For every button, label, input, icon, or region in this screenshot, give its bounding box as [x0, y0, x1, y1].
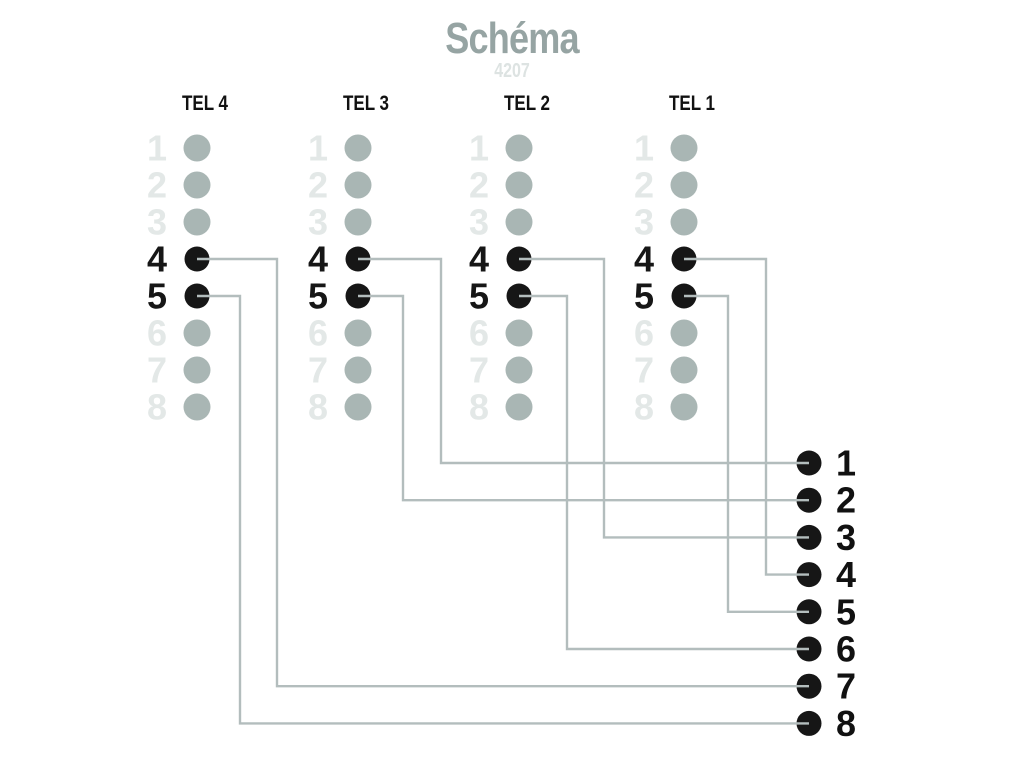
pin-number: 8: [634, 387, 654, 428]
pin-number: 8: [147, 387, 167, 428]
pin-number: 7: [308, 350, 328, 391]
pin-number: 1: [469, 128, 489, 169]
pin-dot-inactive: [183, 356, 211, 384]
pin-dot-inactive: [344, 134, 372, 162]
pin-dot-inactive: [505, 393, 533, 421]
pin-number: 1: [308, 128, 328, 169]
pin-dot-inactive: [344, 356, 372, 384]
output-pin-number: 6: [836, 629, 856, 670]
pin-number: 4: [147, 239, 167, 280]
wire: [519, 257, 809, 539]
pin-dot-inactive: [183, 319, 211, 347]
connector-header: TEL 4: [182, 92, 228, 115]
connector-header: TEL 3: [343, 92, 389, 115]
pin-dot-inactive: [505, 171, 533, 199]
connector-header: TEL 1: [669, 92, 715, 115]
pin-number: 1: [147, 128, 167, 169]
pin-number: 5: [634, 276, 654, 317]
pin-dot-inactive: [670, 171, 698, 199]
pin-number: 2: [469, 165, 489, 206]
pin-number: 6: [634, 313, 654, 354]
pin-number: 8: [308, 387, 328, 428]
pin-dot-inactive: [670, 356, 698, 384]
pin-dot-inactive: [183, 208, 211, 236]
pin-dot-inactive: [670, 134, 698, 162]
pin-number: 5: [308, 276, 328, 317]
pin-number: 7: [469, 350, 489, 391]
pin-number: 8: [469, 387, 489, 428]
wire: [358, 257, 809, 465]
pin-number: 3: [147, 202, 167, 243]
wire: [684, 294, 809, 613]
pin-number: 3: [308, 202, 328, 243]
pin-number: 6: [147, 313, 167, 354]
pin-number: 4: [634, 239, 654, 280]
output-pin-number: 4: [836, 554, 856, 595]
pin-dot-inactive: [505, 208, 533, 236]
pin-number: 3: [469, 202, 489, 243]
pin-number: 7: [147, 350, 167, 391]
pin-number: 7: [634, 350, 654, 391]
pin-number: 5: [147, 276, 167, 317]
pin-dot-inactive: [344, 208, 372, 236]
output-pin-number: 3: [836, 517, 856, 558]
pin-number: 2: [634, 165, 654, 206]
pin-number: 6: [308, 313, 328, 354]
pin-dot-inactive: [344, 393, 372, 421]
pin-dot-inactive: [505, 134, 533, 162]
pin-number: 5: [469, 276, 489, 317]
output-pin-number: 8: [836, 703, 856, 744]
pin-number: 4: [308, 239, 328, 280]
output-pin-number: 5: [836, 591, 856, 632]
pin-number: 2: [308, 165, 328, 206]
output-pin-number: 1: [836, 443, 856, 484]
output-pin-number: 7: [836, 666, 856, 707]
connector-header: TEL 2: [504, 92, 550, 115]
pin-dot-inactive: [670, 319, 698, 347]
pin-dot-inactive: [183, 134, 211, 162]
wire: [197, 294, 809, 725]
pin-number: 6: [469, 313, 489, 354]
diagram-title: Schéma: [445, 14, 579, 63]
pin-dot-inactive: [505, 356, 533, 384]
pin-dot-inactive: [505, 319, 533, 347]
pin-number: 2: [147, 165, 167, 206]
pin-dot-inactive: [670, 208, 698, 236]
pin-number: 3: [634, 202, 654, 243]
pin-dot-inactive: [183, 171, 211, 199]
output-pin-number: 2: [836, 480, 856, 521]
wire: [684, 257, 809, 576]
wire: [519, 294, 809, 651]
pin-number: 4: [469, 239, 489, 280]
wire: [197, 257, 809, 688]
pin-number: 1: [634, 128, 654, 169]
pin-dot-inactive: [183, 393, 211, 421]
pin-dot-inactive: [670, 393, 698, 421]
pin-dot-inactive: [344, 319, 372, 347]
wire: [358, 294, 809, 502]
pin-dot-inactive: [344, 171, 372, 199]
diagram-number: 4207: [494, 60, 530, 82]
